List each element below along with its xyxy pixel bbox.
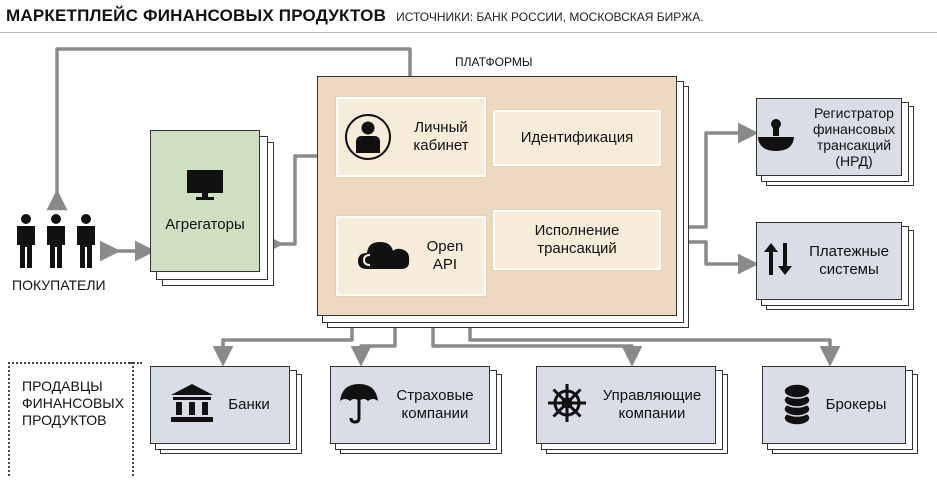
aggregators-box: Агрегаторы: [150, 130, 274, 286]
aggregators-label: Агрегаторы: [165, 215, 245, 233]
sellers-label: ПРОДАВЦЫ ФИНАНСОВЫХ ПРОДУКТОВ: [22, 378, 125, 428]
open-api-box: Open API: [336, 216, 486, 296]
platform-label: ПЛАТФОРМЫ: [455, 55, 533, 69]
header-divider: [0, 32, 937, 33]
coins-stack-icon: [782, 380, 812, 431]
personal-cabinet-box: Личный кабинет: [336, 97, 486, 177]
buyers-group: [14, 213, 98, 269]
umbrella-icon: [339, 382, 379, 429]
registrar-box: Регистратор финансовых трансакций (НРД): [756, 98, 914, 186]
payments-label: Платежные системы: [809, 243, 889, 278]
buyers-label: ПОКУПАТЕЛИ: [12, 277, 106, 293]
person-icon: [47, 214, 65, 268]
bank-icon: [170, 383, 214, 428]
identification-box: Идентификация: [493, 110, 661, 166]
seller-label-brokers: Брокеры: [825, 396, 887, 413]
registrar-label: Регистратор финансовых трансакций (НРД): [812, 105, 896, 169]
diagram-title: МАРКЕТПЛЕЙС ФИНАНСОВЫХ ПРОДУКТОВ: [6, 6, 387, 25]
management-box: Управляющие компании: [536, 366, 728, 454]
seller-label-banks: Банки: [228, 396, 270, 413]
payments-box: Платежные системы: [756, 222, 914, 310]
seller-label-management: Управляющие компании: [602, 387, 702, 422]
identification-label: Идентификация: [520, 129, 634, 146]
banks-box: Банки: [150, 366, 302, 454]
seller-label-insurance: Страховые компании: [396, 387, 474, 422]
person-icon: [17, 214, 35, 268]
ship-wheel-icon: [546, 382, 588, 429]
sellers-frame: [8, 362, 134, 476]
diagram-header: МАРКЕТПЛЕЙС ФИНАНСОВЫХ ПРОДУКТОВ ИСТОЧНИ…: [6, 6, 931, 30]
insurance-box: Страховые компании: [330, 366, 502, 454]
sellers-frame-line: [130, 362, 142, 364]
personal-cabinet-label: Личный кабинет: [413, 119, 469, 154]
monitor-icon: [185, 169, 225, 206]
open-api-label: Open API: [426, 238, 464, 273]
execution-box: Исполнение трансакций: [493, 210, 661, 270]
sources-note: ИСТОЧНИКИ: БАНК РОССИИ, МОСКОВСКАЯ БИРЖА…: [396, 10, 704, 24]
up-down-arrows-icon: [763, 242, 793, 281]
cloud-icon: [357, 237, 411, 276]
person-icon: [77, 214, 95, 268]
stamp-icon: [756, 118, 796, 157]
brokers-box: Брокеры: [762, 366, 918, 454]
execution-label: Исполнение трансакций: [534, 222, 620, 257]
user-icon: [345, 114, 391, 160]
